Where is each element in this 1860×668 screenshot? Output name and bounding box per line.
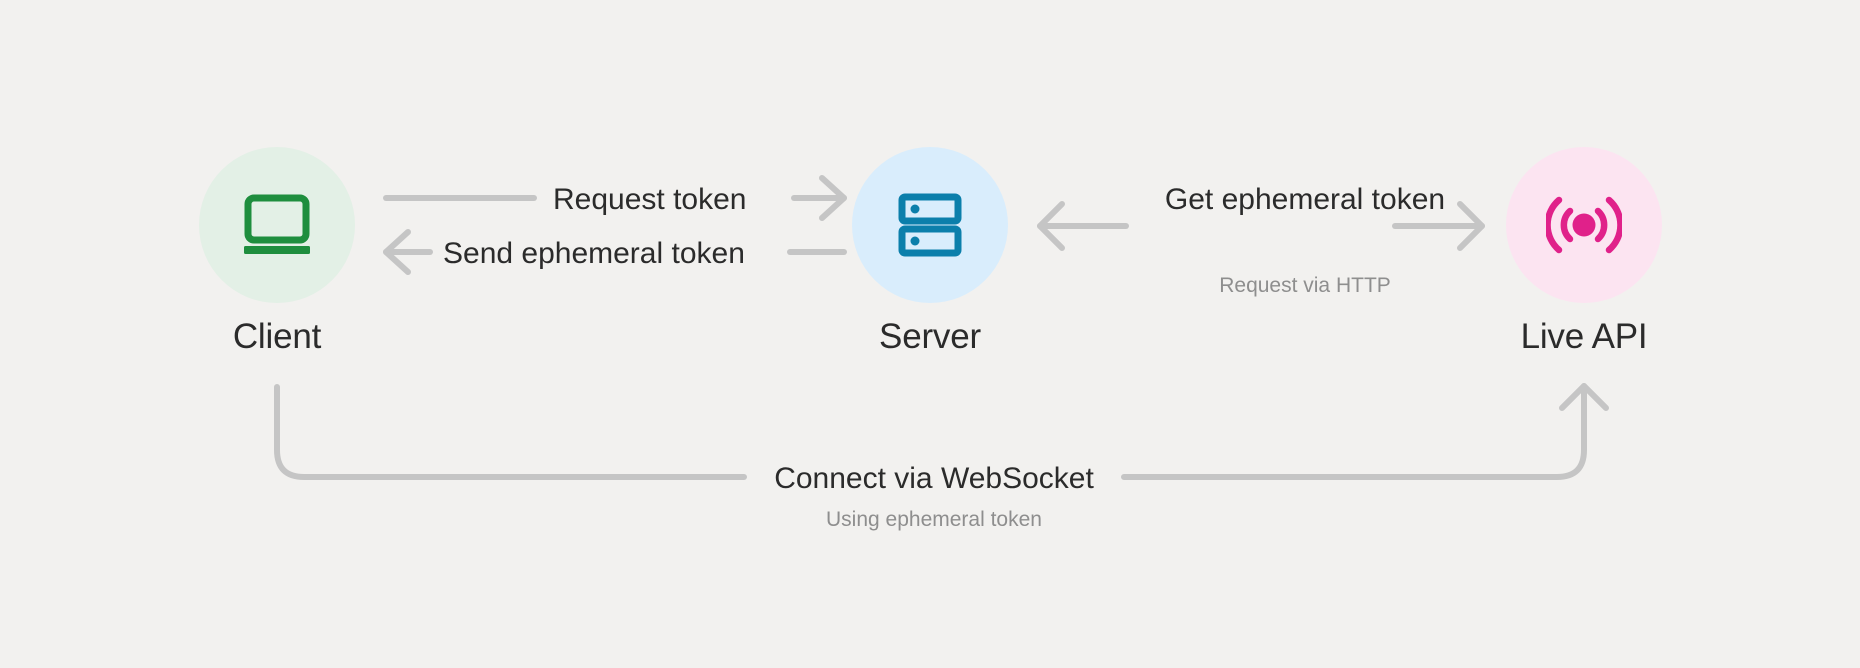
- connect-websocket-path-left: [274, 384, 747, 480]
- request-token-arrow-right: [791, 175, 847, 221]
- send-ephemeral-token-arrow-left: [383, 229, 433, 275]
- edge-label-request-token: Request token: [553, 183, 747, 216]
- connect-websocket-path-right: [1121, 383, 1587, 480]
- node-server-label: Server: [879, 317, 981, 356]
- server-rack-icon: [898, 193, 962, 257]
- node-live-api-label: Live API: [1520, 317, 1648, 356]
- node-client[interactable]: Client: [199, 147, 355, 356]
- node-client-label: Client: [232, 317, 322, 356]
- node-server[interactable]: Server: [852, 147, 1008, 356]
- node-live-api[interactable]: Live API: [1506, 147, 1662, 356]
- edge-label-send-ephemeral-token: Send ephemeral token: [443, 237, 745, 270]
- node-client-circle: [199, 147, 355, 303]
- laptop-icon: [244, 194, 310, 254]
- edge-sublabel-using-ephemeral-token: Using ephemeral token: [826, 508, 1042, 531]
- connect-websocket-arrowhead: [1559, 383, 1609, 411]
- broadcast-signal-icon: [1546, 196, 1622, 254]
- edge-label-connect-via-websocket: Connect via WebSocket: [774, 462, 1094, 495]
- edge-label-get-ephemeral-token: Get ephemeral token: [1164, 183, 1446, 216]
- node-live-api-circle: [1506, 147, 1662, 303]
- node-server-circle: [852, 147, 1008, 303]
- get-ephemeral-token-arrow-left: [1037, 201, 1129, 251]
- edge-sublabel-request-via-http: Request via HTTP: [1219, 274, 1391, 297]
